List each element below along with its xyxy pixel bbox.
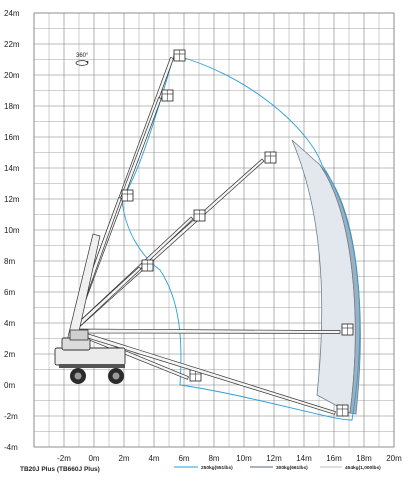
x-tick-label: 14m (296, 454, 312, 463)
y-tick-label: 12m (4, 195, 20, 204)
x-tick-label: 10m (236, 454, 252, 463)
x-tick-label: 20m (386, 454, 402, 463)
legend-label-250kg: 250kg(551lbs) (201, 465, 233, 471)
y-tick-label: 8m (4, 257, 15, 266)
y-tick-label: 20m (4, 71, 20, 80)
y-tick-label: -2m (4, 412, 18, 421)
rotation-label: 360° (76, 53, 89, 59)
legend-label-300kg: 300kg(661lbs) (276, 465, 308, 471)
x-tick-label: 6m (178, 454, 189, 463)
legend: 250kg(551lbs) 300kg(661lbs) 454kg(1,000l… (174, 465, 381, 471)
x-tick-label: -2m (57, 454, 71, 463)
y-tick-label: 24m (4, 9, 20, 18)
y-tick-label: 6m (4, 288, 15, 297)
y-tick-label: 18m (4, 102, 20, 111)
y-tick-label: 10m (4, 226, 20, 235)
x-tick-label: 0m (88, 454, 99, 463)
y-tick-label: 14m (4, 164, 20, 173)
model-label: TB20J Plus (TB660J Plus) (20, 466, 100, 473)
y-tick-label: 22m (4, 40, 20, 49)
x-tick-label: 16m (326, 454, 342, 463)
x-tick-label: 2m (118, 454, 129, 463)
x-axis-labels: -2m 0m 2m 4m 6m 8m 10m 12m 14m 16m 18m 20m (57, 454, 402, 463)
x-tick-label: 4m (148, 454, 159, 463)
x-tick-label: 18m (356, 454, 372, 463)
legend-label-454kg: 454kg(1,000lbs) (345, 465, 381, 471)
boom-positions (65, 49, 354, 417)
machine-base (54, 329, 126, 384)
y-tick-label: 4m (4, 319, 15, 328)
boom-arm (71, 328, 341, 334)
y-tick-label: 2m (4, 350, 15, 359)
y-axis-labels: 24m 22m 20m 18m 16m 14m 12m 10m 8m 6m 4m 2m 0m -2m -4m (4, 9, 20, 452)
x-tick-label: 8m (208, 454, 219, 463)
y-tick-label: -4m (4, 443, 18, 452)
lower-boom (65, 233, 101, 346)
rotation-360-icon (75, 60, 89, 66)
y-tick-label: 0m (4, 381, 15, 390)
y-tick-label: 16m (4, 133, 20, 142)
x-tick-label: 12m (266, 454, 282, 463)
